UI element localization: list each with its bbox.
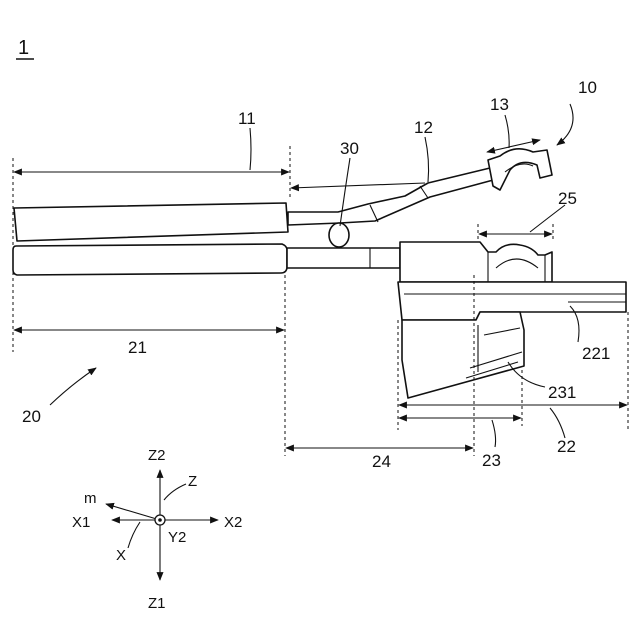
label-lower-assembly: 20 [22, 407, 41, 426]
axis-label-x1: X1 [72, 514, 90, 531]
label-upper-arm: 12 [414, 118, 433, 137]
upper-member [14, 149, 552, 241]
label-blade: 22 [557, 437, 576, 456]
dim-upper-arm [291, 183, 425, 188]
axis-m-arrow [106, 504, 160, 520]
axis-label-z: Z [188, 473, 197, 490]
axis-label-z1: Z1 [148, 595, 166, 612]
axis-label-z2: Z2 [148, 447, 166, 464]
spring [329, 223, 349, 247]
label-upper-handle: 11 [238, 109, 256, 128]
label-lower-crimp: 25 [558, 189, 577, 208]
label-lower-jaw: 23 [482, 451, 501, 470]
axis-label-x2: X2 [224, 514, 242, 531]
figure-number: 1 [18, 37, 29, 59]
label-assembly: 10 [578, 78, 597, 97]
label-upper-jaw: 13 [490, 95, 509, 114]
shank [287, 248, 400, 268]
lower-jaw [402, 312, 524, 398]
axis-label-m: m [84, 490, 97, 507]
label-blade-edge: 221 [582, 344, 610, 363]
lower-handle [13, 244, 287, 275]
label-shank: 24 [372, 452, 391, 471]
label-lower-handle: 21 [128, 338, 147, 357]
axis-label-x: X [116, 547, 126, 564]
upper-handle [14, 203, 288, 241]
upper-arm [288, 168, 497, 225]
lower-member [13, 242, 626, 398]
axis-indicator: Z2 Z1 X1 X2 Y2 Z X m [72, 447, 242, 612]
label-jaw-edge: 231 [548, 383, 576, 402]
label-spring: 30 [340, 139, 359, 158]
axis-label-y2: Y2 [168, 529, 186, 546]
upper-jaw [488, 149, 552, 190]
